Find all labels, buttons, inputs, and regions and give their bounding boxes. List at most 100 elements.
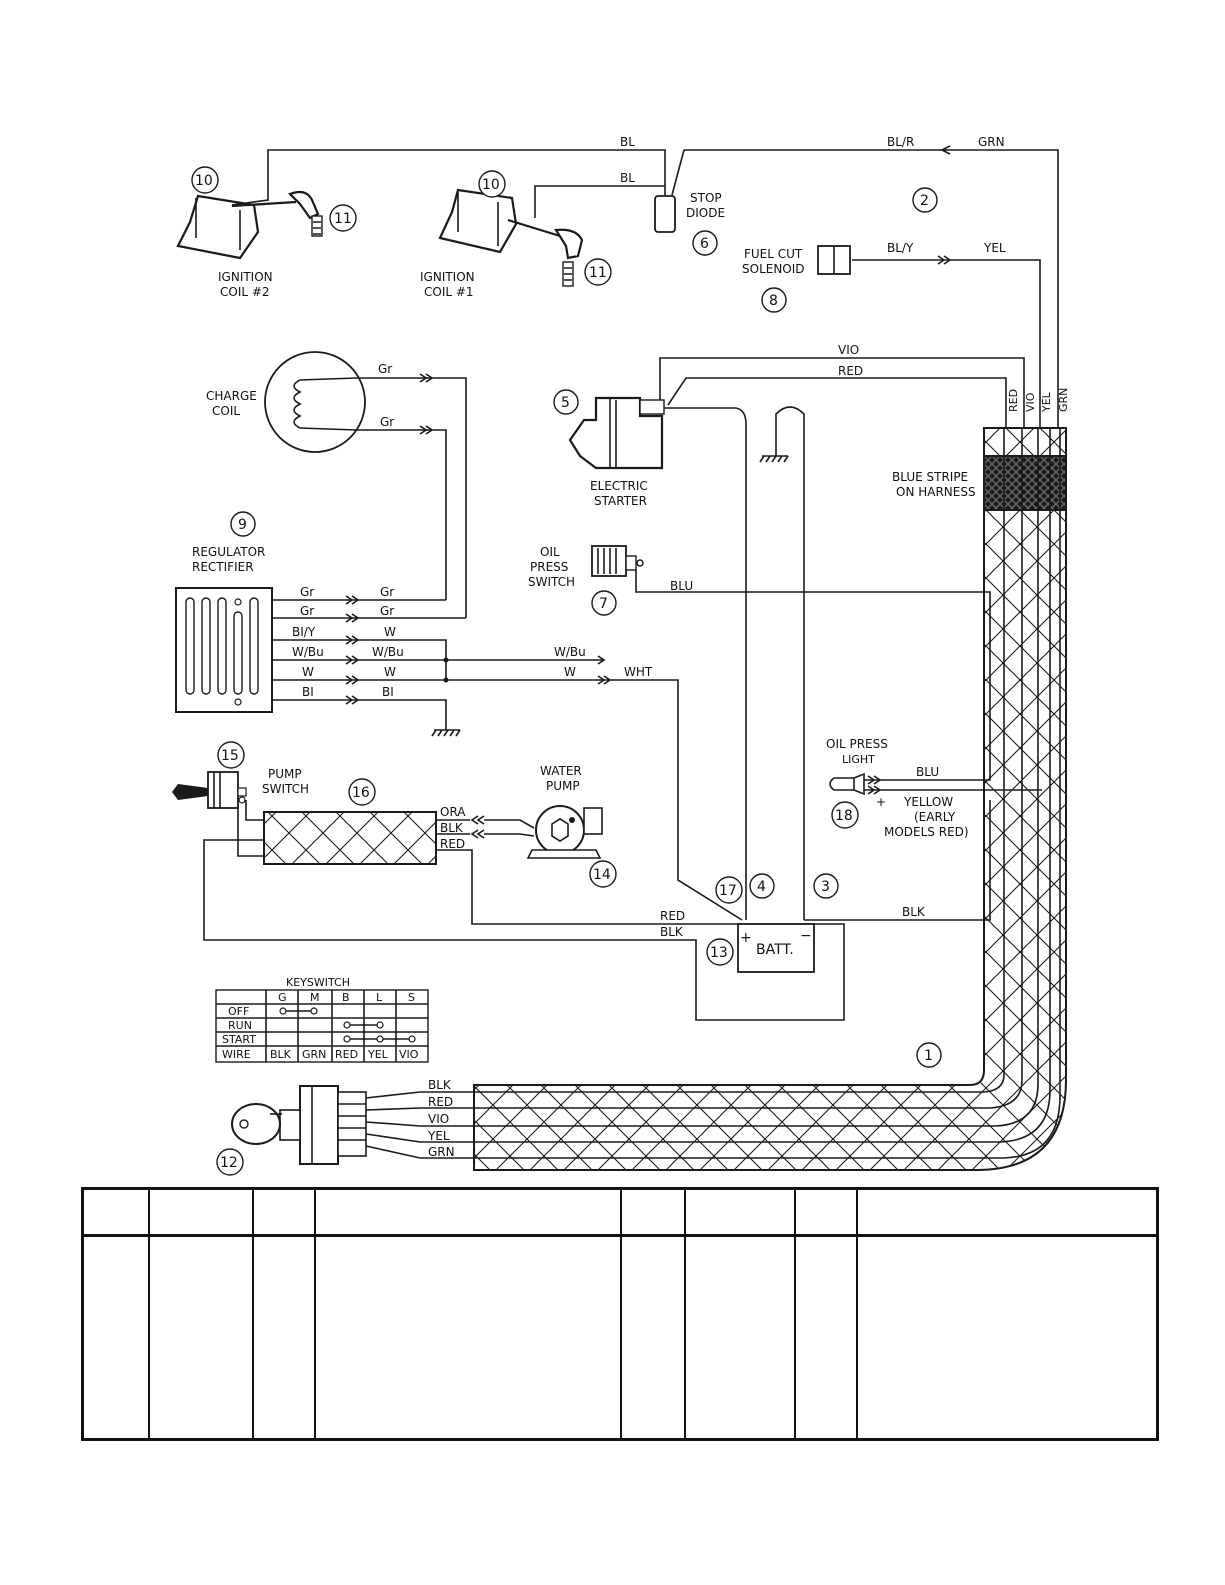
ignition-coil-2: IGNITION COIL #2: [176, 190, 323, 299]
callout-10a: 10: [191, 166, 219, 194]
rr-label-wht: WHT: [624, 665, 653, 679]
svg-text:4: 4: [757, 879, 766, 895]
rr-label-bi-y: BI/Y: [292, 625, 316, 639]
svg-text:6: 6: [700, 236, 709, 252]
svg-text:12: 12: [220, 1155, 238, 1171]
wire-label-bl-r: BL/R: [887, 135, 914, 149]
callouts: 1 2 3 4 5 6 7 8 9 10 10 11 11 12 13 14 1…: [191, 166, 942, 1176]
ks-row-start: START: [222, 1033, 256, 1046]
blue-stripe-label-1: BLUE STRIPE: [892, 470, 968, 484]
svg-text:11: 11: [589, 265, 607, 281]
keyswitch: BLK RED VIO YEL GRN: [231, 1078, 474, 1165]
ks-harness-blk: BLK: [428, 1078, 452, 1092]
ks-wire-red: RED: [335, 1048, 358, 1061]
battery-minus: −: [800, 928, 812, 944]
ks-wire-grn: GRN: [302, 1048, 326, 1061]
wire-label-bl-y: BL/Y: [887, 241, 914, 255]
blue-stripe-label-2: ON HARNESS: [896, 485, 976, 499]
callout-16: 16: [348, 778, 376, 806]
rr-label-w-4: W: [564, 665, 576, 679]
regulator-label-2: RECTIFIER: [192, 560, 254, 574]
ks-col-l: L: [376, 991, 383, 1004]
svg-text:10: 10: [195, 173, 213, 189]
svg-text:11: 11: [334, 211, 352, 227]
svg-text:14: 14: [593, 867, 611, 883]
wire-label-grn-top: GRN: [978, 135, 1005, 149]
svg-text:1: 1: [924, 1048, 933, 1064]
ks-harness-red: RED: [428, 1095, 453, 1109]
wire-label-blk-batt2: BLK: [660, 925, 684, 939]
legend-header-cell: [147, 1187, 254, 1237]
callout-18: 18: [831, 801, 859, 829]
ks-col-b: B: [342, 991, 350, 1004]
legend-header-cell: [683, 1187, 796, 1237]
pump-label-ora: ORA: [440, 805, 466, 819]
oil-light-label-2: LIGHT: [842, 753, 875, 766]
legend-body-row: [81, 1234, 1159, 1441]
oil-light-label-1: OIL PRESS: [826, 737, 888, 751]
svg-text:17: 17: [719, 883, 737, 899]
ignition-coil-2-label-1: IGNITION: [218, 270, 273, 284]
ignition-coil-1-label-1: IGNITION: [420, 270, 475, 284]
legend-header-cell: [855, 1187, 1159, 1237]
callout-9: 9: [230, 511, 256, 537]
pump-switch-label-1: PUMP: [268, 767, 302, 781]
rr-label-gr-1: Gr: [300, 585, 314, 599]
wire-label-yel-top: YEL: [983, 241, 1006, 255]
callout-13: 13: [706, 938, 734, 966]
svg-text:8: 8: [769, 293, 778, 309]
main-harness: [473, 427, 1067, 1171]
rr-label-bi-2: BI: [382, 685, 394, 699]
oil-press-light: OIL PRESS LIGHT BLU + YELLOW (EARLY MODE…: [826, 737, 1042, 839]
callout-4: 4: [749, 873, 775, 899]
charge-coil-label-2: COIL: [212, 404, 240, 418]
svg-text:18: 18: [835, 808, 853, 824]
callout-5: 5: [553, 389, 579, 415]
wire-label-blk-batt: BLK: [902, 905, 926, 919]
ignition-coil-1-label-2: COIL #1: [424, 285, 474, 299]
regulator-rectifier: REGULATOR RECTIFIER Gr Gr BI/Y: [175, 545, 743, 921]
callout-8: 8: [761, 287, 787, 313]
ks-col-s: S: [408, 991, 415, 1004]
callout-15: 15: [217, 741, 245, 769]
wire-label-vio: VIO: [838, 343, 859, 357]
pump-switch: PUMP SWITCH: [172, 767, 309, 809]
electric-starter-label-1: ELECTRIC: [590, 479, 648, 493]
legend-body-cell: [81, 1234, 150, 1441]
svg-text:2: 2: [920, 193, 929, 209]
harness-label-red: RED: [1007, 389, 1020, 412]
keyswitch-title: KEYSWITCH: [286, 976, 350, 989]
rr-label-gr-4: Gr: [380, 604, 394, 618]
ks-row-wire: WIRE: [222, 1048, 251, 1061]
callout-3: 3: [813, 873, 839, 899]
oil-switch-label-1: OIL: [540, 545, 560, 559]
callout-6: 6: [692, 230, 718, 256]
legend-body-cell: [251, 1234, 316, 1441]
legend-body-cell: [313, 1234, 622, 1441]
callout-11b: 11: [584, 258, 612, 286]
yellow-note-2: (EARLY: [914, 810, 956, 824]
legend-body-cell: [683, 1234, 796, 1441]
legend-header-cell: [251, 1187, 316, 1237]
fuel-cut-label-2: SOLENOID: [742, 262, 805, 276]
top-wiring: BL BL/R GRN BL BL/Y YEL VIO RED RED VIO …: [231, 135, 1070, 428]
keyswitch-table: KEYSWITCH G M B L S OFF RUN START WIRE B…: [215, 976, 429, 1063]
legend-header-cell: [793, 1187, 858, 1237]
legend-header-cell: [313, 1187, 622, 1237]
pump-label-red: RED: [440, 837, 465, 851]
fuel-cut-solenoid: FUEL CUT SOLENOID: [742, 245, 851, 276]
rr-label-gr-3: Gr: [380, 585, 394, 599]
svg-text:13: 13: [710, 945, 728, 961]
oil-light-plus: +: [876, 795, 886, 809]
svg-text:9: 9: [238, 517, 247, 533]
yellow-note-3: MODELS RED): [884, 825, 969, 839]
blue-stripe-band: [983, 455, 1067, 511]
pump-switch-label-2: SWITCH: [262, 782, 309, 796]
wire-label-gr-cc2: Gr: [380, 415, 394, 429]
legend-table: [81, 1187, 1159, 1441]
rr-label-w: W: [302, 665, 314, 679]
ks-harness-grn: GRN: [428, 1145, 455, 1159]
ks-harness-yel: YEL: [427, 1129, 450, 1143]
legend-header-cell: [619, 1187, 686, 1237]
